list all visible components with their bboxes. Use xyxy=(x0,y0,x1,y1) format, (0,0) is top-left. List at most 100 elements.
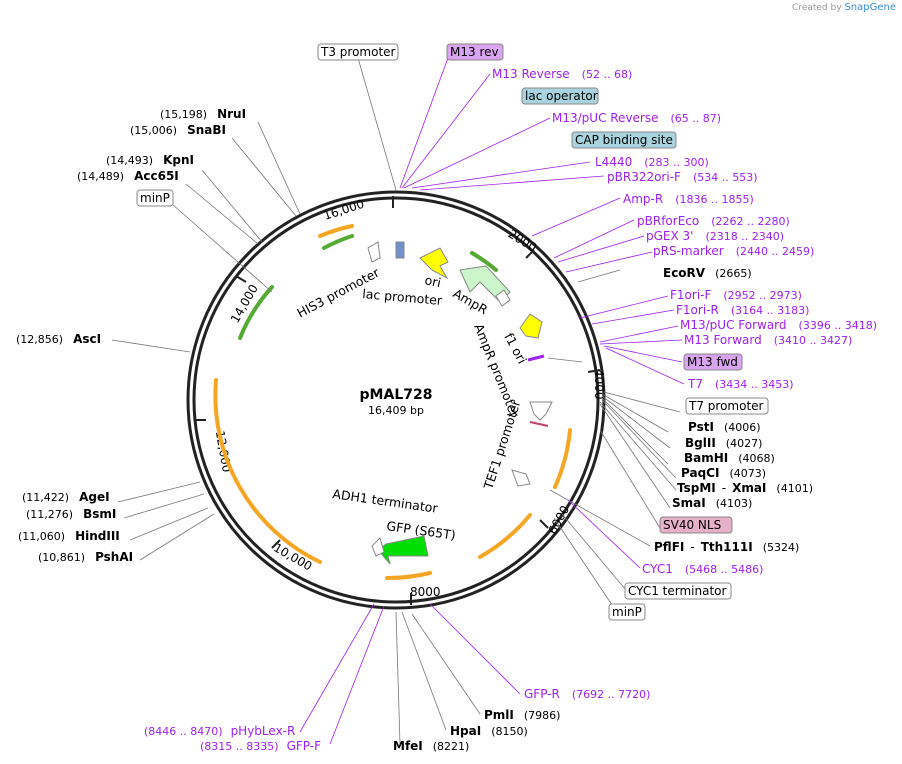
primer-name: L4440 xyxy=(595,155,632,169)
svg-text:CYC1(5468 .. 5486): CYC1 (5468 .. 5486) xyxy=(642,562,763,576)
primer-labels: M13 Reverse(52 .. 68) M13/pUC Reverse(65… xyxy=(144,67,877,753)
svg-text:(8446 .. 8470)pHybLex-R: (8446 .. 8470)pHybLex-R xyxy=(144,724,295,738)
enzyme-position: (4006) xyxy=(724,421,761,434)
primer-name: Amp-R xyxy=(623,192,663,206)
enzyme-position: (11,060) xyxy=(18,530,65,543)
adh1-terminator-arrow xyxy=(371,537,385,557)
boxed-feature-text: T7 promoter xyxy=(688,399,764,413)
enzyme-name: PshAI xyxy=(95,550,133,564)
primer-range: (52 .. 68) xyxy=(582,68,633,81)
boxed-feature-text: lac operator xyxy=(525,89,598,103)
enzyme-name: HindIII xyxy=(75,529,120,543)
tick-label: 8000 xyxy=(410,585,441,599)
primer-range: (534 .. 553) xyxy=(693,171,758,184)
enzyme-name: SmaI xyxy=(672,496,706,510)
backbone-inner-ring xyxy=(192,196,600,604)
primer-name: M13 Forward xyxy=(684,333,762,347)
svg-text:SmaI(4103): SmaI (4103) xyxy=(672,496,752,510)
svg-text:M13 Forward(3410 .. 3427): M13 Forward (3410 .. 3427) xyxy=(684,333,852,347)
enzyme-position: (2665) xyxy=(715,267,752,280)
boxed-feature-text: M13 rev xyxy=(450,45,499,59)
orf-arc xyxy=(318,224,354,238)
enzyme-position: (14,493) xyxy=(106,154,153,167)
boxed-feature xyxy=(571,131,677,149)
svg-text:(8315 .. 8335)GFP-F: (8315 .. 8335) GFP-F xyxy=(200,739,321,753)
enzyme-name: EcoRV xyxy=(663,266,706,280)
enzyme-name: Tth111I xyxy=(701,540,753,554)
primer-range: (8315 .. 8335) xyxy=(200,740,279,753)
primer-name: M13/pUC Reverse xyxy=(552,111,659,125)
primer-range: (3410 .. 3427) xyxy=(774,334,853,347)
primer-name: CYC1 xyxy=(642,562,673,576)
enzyme-name: BamHI xyxy=(684,451,728,465)
svg-text:F1ori-F(2952 .. 2973): F1ori-F(2952 .. 2973) xyxy=(670,288,802,302)
snapgene-logo: SnapGene xyxy=(844,2,896,13)
orf-arc xyxy=(478,513,532,559)
svg-text:GFP-R(7692 .. 7720): GFP-R(7692 .. 7720) xyxy=(524,687,650,701)
svg-text:L4440(283 .. 300): L4440(283 .. 300) xyxy=(595,155,709,169)
boxed-feature-text: CAP binding site xyxy=(575,133,673,147)
enzyme-name: SnaBI xyxy=(187,123,226,137)
svg-text:BglII(4027): BglII(4027) xyxy=(685,436,762,450)
primer-range: (8446 .. 8470) xyxy=(144,725,223,738)
svg-text:(12,856)AscI: (12,856)AscI xyxy=(16,332,101,346)
primer-range: (2952 .. 2973) xyxy=(723,289,802,302)
svg-text:M13/pUC Reverse(65 .. 87): M13/pUC Reverse(65 .. 87) xyxy=(552,111,721,125)
enzyme-position: (4101) xyxy=(776,482,813,495)
enzyme-name: Acc65I xyxy=(134,169,179,183)
enzyme-name: TspMI xyxy=(677,481,716,495)
enzyme-name: MfeI xyxy=(393,739,423,753)
svg-text:pBR322ori-F(534 .. 553): pBR322ori-F (534 .. 553) xyxy=(607,170,758,184)
enzyme-leader-lines xyxy=(111,57,681,745)
enzyme-name: PflFI xyxy=(654,540,684,554)
enzyme-position: (8221) xyxy=(433,740,470,753)
svg-text:(15,006)SnaBI: (15,006)SnaBI xyxy=(130,123,226,137)
boxed-feature xyxy=(608,603,646,621)
boxed-feature xyxy=(624,582,732,600)
svg-text:(11,276)BsmI: (11,276)BsmI xyxy=(26,507,116,521)
enzyme-name: PstI xyxy=(688,420,714,434)
svg-text:PstI(4006): PstI (4006) xyxy=(688,420,761,434)
snapgene-credit: Created by SnapGene xyxy=(792,2,896,13)
primer-name: pRS-marker xyxy=(653,244,724,258)
svg-text:pGEX 3'(2318 .. 2340): pGEX 3'(2318 .. 2340) xyxy=(646,229,784,243)
enzyme-position: (8150) xyxy=(491,725,528,738)
f1-ori-arrow xyxy=(519,313,543,339)
primer-range: (5468 .. 5486) xyxy=(685,563,764,576)
enzyme-name: PmlI xyxy=(484,708,514,722)
primer-name: pBR322ori-F xyxy=(607,170,681,184)
enzyme-name: BglII xyxy=(685,436,716,450)
primer-site-marker xyxy=(527,354,545,362)
boxed-feature xyxy=(317,43,399,61)
svg-text:M13/pUC Forward(3396 .. 3418): M13/pUC Forward(3396 .. 3418) xyxy=(680,318,877,332)
plasmid-size: 16,409 bp xyxy=(368,404,424,417)
primer-name: T7 xyxy=(687,377,703,391)
feature-label: ori xyxy=(423,272,442,290)
enzyme-position: (14,489) xyxy=(77,170,124,183)
primer-name: GFP-F xyxy=(287,739,322,753)
svg-text:pBRforEco(2262 .. 2280): pBRforEco (2262 .. 2280) xyxy=(637,214,790,228)
feature-label: lac promoter xyxy=(362,286,444,308)
boxed-feature xyxy=(521,87,599,105)
boxed-feature-text: M13 fwd xyxy=(687,355,738,369)
boxed-feature xyxy=(136,189,174,207)
boxed-feature-text: minP xyxy=(140,191,170,205)
boxed-feature-text: CYC1 terminator xyxy=(628,584,727,598)
boxed-feature xyxy=(683,353,743,371)
primer-name: pBRforEco xyxy=(637,214,699,228)
enzyme-name: NruI xyxy=(217,107,246,121)
tick-marks xyxy=(194,196,601,605)
primer-range: (2262 .. 2280) xyxy=(711,215,790,228)
enzyme-position: (4103) xyxy=(716,497,753,510)
svg-text:M13 Reverse(52 .. 68): M13 Reverse(52 .. 68) xyxy=(492,67,632,81)
primer-name: GFP-R xyxy=(524,687,560,701)
credit-prefix: Created by xyxy=(792,3,842,13)
svg-text:PmlI(7986): PmlI(7986) xyxy=(484,708,560,722)
enzyme-name: HpaI xyxy=(450,724,481,738)
svg-text:pRS-marker(2440 .. 2459): pRS-marker(2440 .. 2459) xyxy=(653,244,814,258)
svg-text:(11,060)HindIII: (11,060) HindIII xyxy=(18,529,120,543)
plasmid-name: pMAL728 xyxy=(360,387,433,403)
svg-text:TspMI-XmaI(4101): TspMI-XmaI(4101) xyxy=(677,481,813,495)
ori-arrow xyxy=(419,247,449,280)
tick-label: 4000 xyxy=(592,369,606,400)
